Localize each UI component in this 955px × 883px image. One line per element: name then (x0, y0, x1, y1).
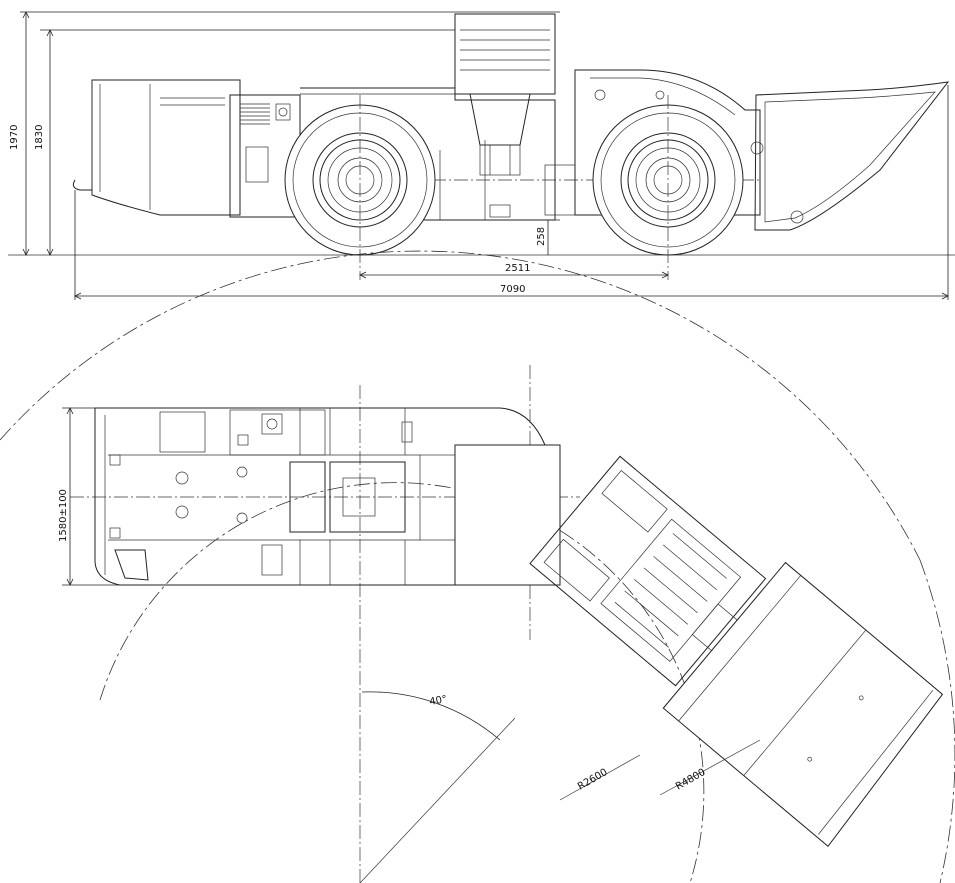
ground-clearance-label: 258 (536, 227, 547, 246)
angle-label: 40° (429, 694, 448, 708)
dim-overall-height: 1970 (9, 11, 560, 256)
bucket (750, 81, 950, 231)
operator-cab (454, 13, 556, 95)
dim-wheelbase: 2511 (359, 263, 669, 279)
cab-height-label: 1830 (34, 125, 45, 150)
width-label: 1580±100 (58, 489, 69, 542)
engine-grille (240, 103, 270, 125)
overall-length-label: 7090 (500, 284, 525, 295)
dim-overall-length: 7090 (74, 85, 949, 300)
front-frame-top (529, 455, 944, 848)
overall-height-label: 1970 (9, 125, 20, 150)
dim-cab-height: 1830 (34, 29, 455, 256)
outer-turning-arc (0, 250, 921, 561)
steering-column (469, 93, 531, 146)
wheelbase-label: 2511 (505, 263, 530, 274)
bucket-top (662, 561, 944, 848)
inner-radius-label: R2600 (576, 767, 610, 793)
center-frame (300, 13, 576, 221)
dim-ground-clearance: 258 (535, 219, 560, 255)
inner-turning-arc (99, 482, 705, 883)
dim-articulation-angle: 40° (359, 691, 516, 883)
rear-body (72, 79, 301, 218)
top-view: 1580±100 40° R2600 R4800 (0, 250, 955, 883)
rear-frame-top (94, 407, 561, 586)
dim-width: 1580±100 (58, 407, 120, 586)
front-frame (574, 69, 761, 216)
outer-radius-label: R4800 (674, 767, 708, 793)
side-view: 1970 1830 258 2511 7090 (8, 11, 955, 300)
